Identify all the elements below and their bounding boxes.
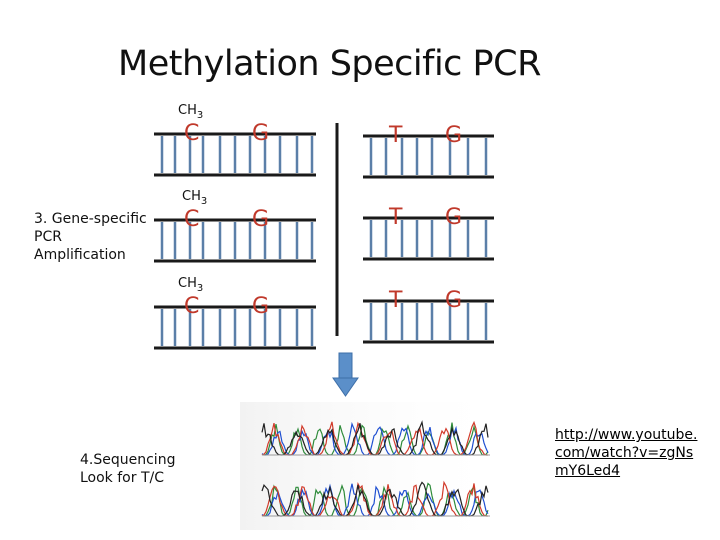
left-base-g-1: G [252,207,269,232]
right-base-g-0: G [445,123,462,148]
arrow-shaft [338,352,353,379]
right-base-t-2: T [388,288,403,313]
arrow-head [332,377,359,397]
step4-line-2: Look for T/C [80,470,164,486]
step3-line-2: PCR [34,229,62,245]
left-base-c-1: C [184,207,199,232]
page-title: Methylation Specific PCR [118,44,541,84]
right-base-g-1: G [445,205,462,230]
methyl-label-2: CH3 [178,276,203,294]
youtube-link[interactable]: http://www.youtube.com/watch?v=zgNsmY6Le… [555,427,698,479]
left-base-g-2: G [252,294,269,319]
step4-line-1: 4.Sequencing [80,452,176,468]
methyl-label-1: CH3 [182,189,207,207]
chromatogram-panel [240,402,510,530]
left-base-g-0: G [252,121,269,146]
right-base-t-0: T [388,123,403,148]
right-base-t-1: T [388,205,403,230]
left-base-c-0: C [184,121,199,146]
right-base-g-2: G [445,288,462,313]
chromatogram-0-trace-1 [261,421,489,456]
step3-line-3: Amplification [34,247,126,263]
chromatogram-1-trace-1 [261,483,489,517]
step4-label: 4.Sequencing Look for T/C [80,451,175,487]
step3-line-1: 3. Gene-specific [34,211,147,227]
step3-label: 3. Gene-specific PCR Amplification [34,210,147,264]
left-base-c-2: C [184,294,199,319]
methyl-label-0: CH3 [178,103,203,121]
